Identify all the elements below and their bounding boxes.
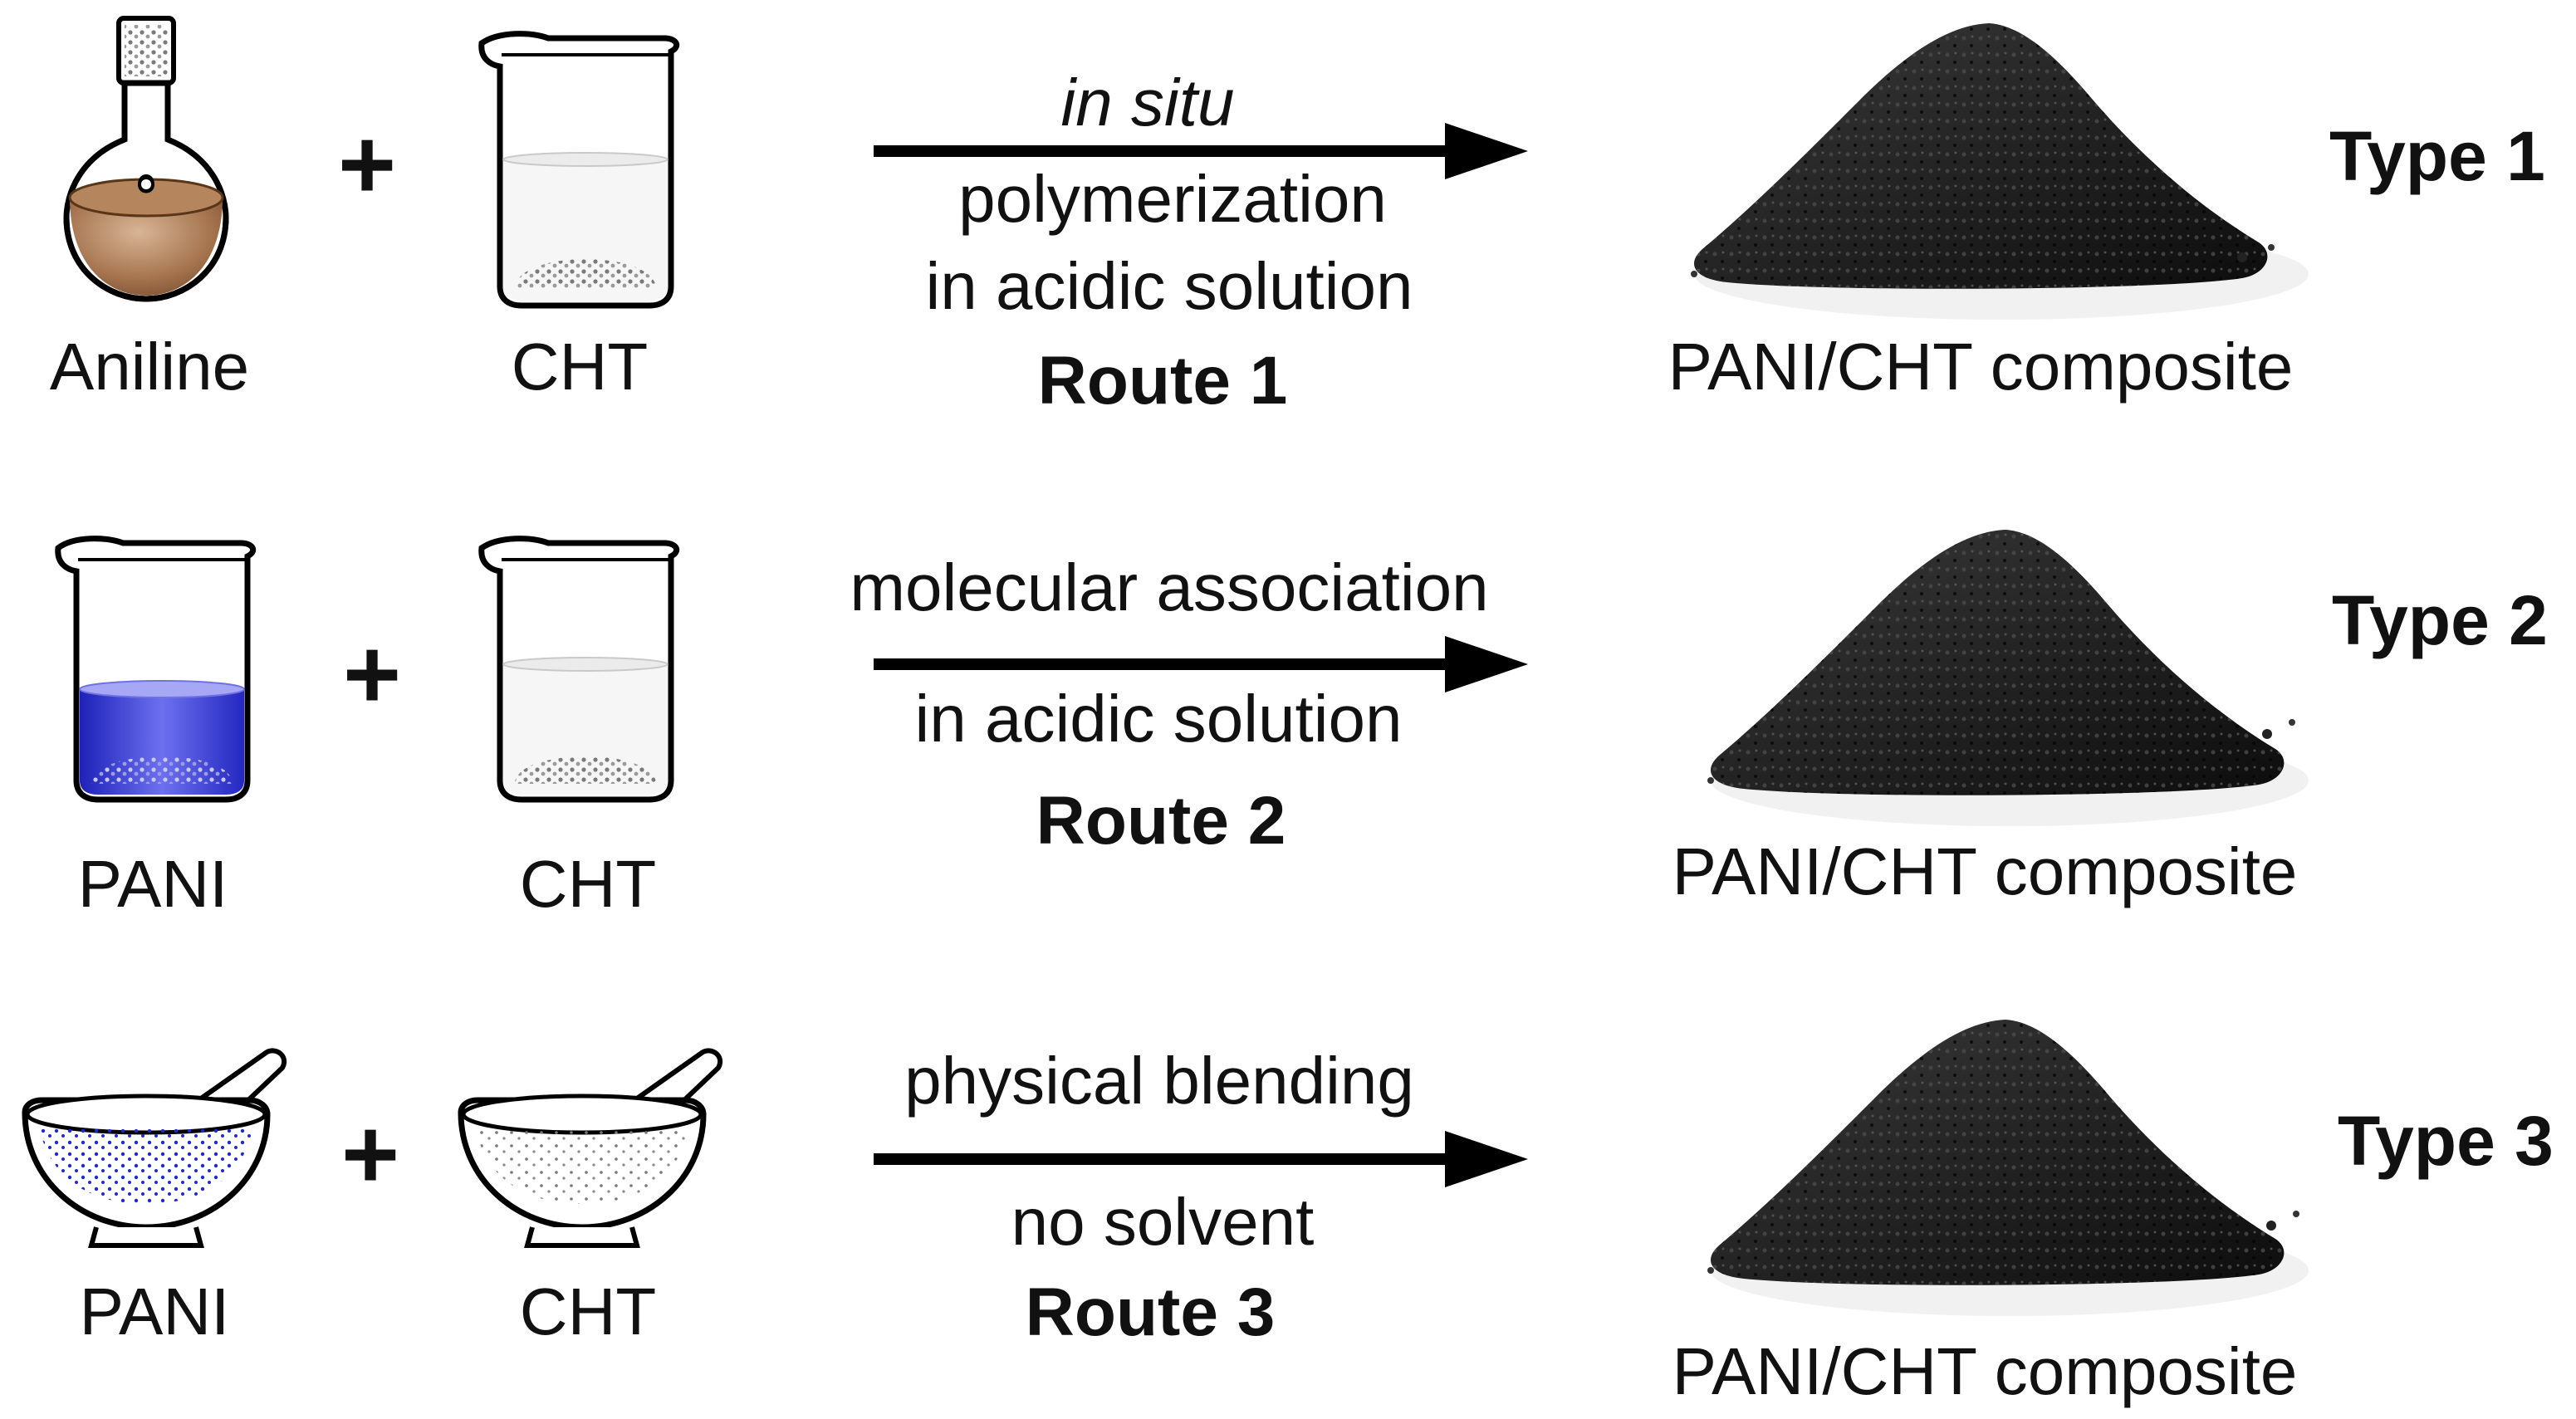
beaker-icon [478, 536, 680, 803]
condition-above-arrow: physical blending [904, 1044, 1414, 1118]
reactant-a-label: PANI [77, 847, 228, 921]
mortar-pestle-icon [458, 1048, 722, 1248]
condition-below-arrow: in acidic solution [925, 249, 1413, 323]
plus-sign: + [337, 109, 397, 220]
condition-above-arrow: in situ [1060, 66, 1235, 139]
product-label: PANI/CHT composite [1672, 834, 2298, 908]
reactant-b-label: CHT [519, 847, 657, 921]
reaction-arrow-2 [874, 636, 1528, 692]
product-label: PANI/CHT composite [1672, 1334, 2298, 1408]
condition-below-arrow: in acidic solution [914, 682, 1403, 756]
product-label: PANI/CHT composite [1668, 330, 2294, 404]
reactant-a-label: PANI [79, 1275, 230, 1348]
round-bottom-flask-icon [63, 16, 229, 302]
reaction-arrow-3 [874, 1131, 1528, 1187]
beaker-icon [478, 31, 680, 309]
powder-pile-icon [1707, 1020, 2309, 1316]
route-label: Route 1 [1037, 343, 1288, 418]
plus-sign: + [342, 619, 402, 730]
plus-sign: + [340, 1099, 400, 1210]
reactant-b-label: CHT [519, 1275, 657, 1348]
reactant-b-label: CHT [511, 330, 649, 404]
beaker-blue-solution-icon [55, 536, 257, 803]
route-label: Route 3 [1025, 1275, 1276, 1350]
powder-pile-icon [1707, 530, 2309, 826]
reaction-arrow-1 [874, 123, 1528, 179]
mortar-pestle-blue-icon [22, 1048, 286, 1248]
type-label: Type 3 [2338, 1102, 2554, 1180]
powder-pile-icon [1691, 23, 2309, 320]
condition-below-arrow: no solvent [1011, 1185, 1315, 1259]
reactant-a-label: Aniline [49, 330, 250, 404]
route-label: Route 2 [1036, 783, 1286, 859]
type-label: Type 2 [2332, 581, 2548, 659]
condition-above-arrow: molecular association [850, 550, 1489, 624]
condition-below-arrow: polymerization [958, 162, 1387, 236]
type-label: Type 1 [2329, 117, 2545, 195]
